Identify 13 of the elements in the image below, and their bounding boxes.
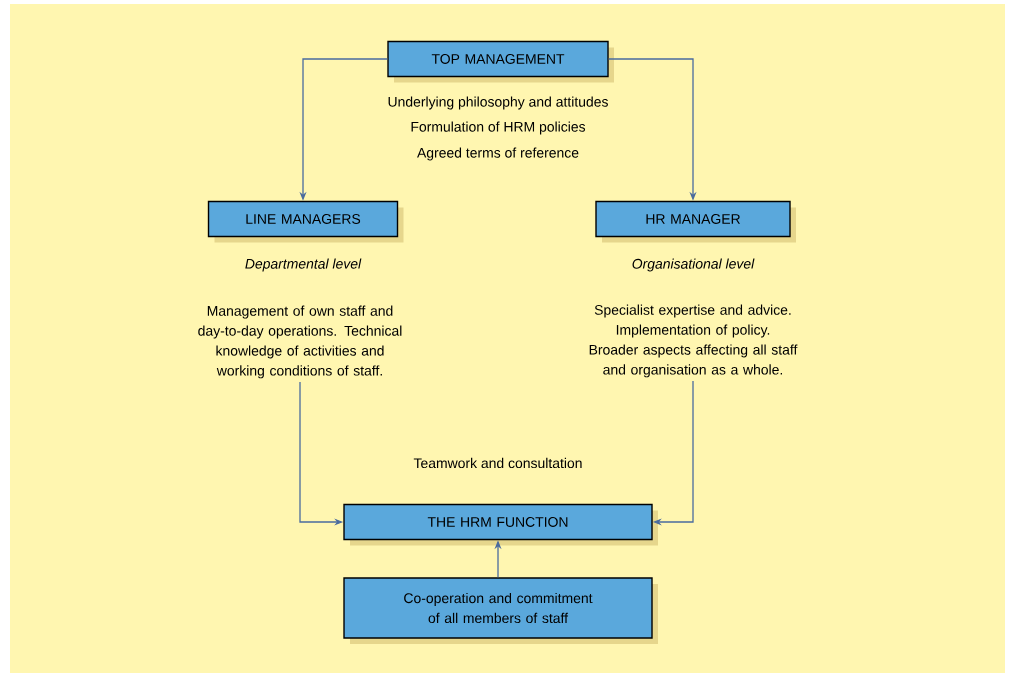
level-heading: Organisational level: [632, 258, 755, 272]
process-box: LINE MANAGERS: [207, 200, 404, 243]
process-box: THE HRM FUNCTION: [343, 503, 658, 546]
note-text: Formulation of HRM policies: [411, 121, 586, 135]
note-text: Agreed terms of reference: [417, 147, 579, 161]
note-text: Underlying philosophy and attitudes: [388, 96, 608, 110]
process-box: TOP MANAGEMENT: [387, 40, 614, 83]
process-box: Co-operation and commitment of all members of staff: [343, 577, 658, 644]
note-text: Teamwork and consultation: [413, 457, 582, 469]
process-box: HR MANAGER: [595, 200, 796, 243]
description-text: Specialist expertise and advice. Implementation of policy. Broader aspects affecting all staff and organisation as a whole.: [589, 304, 798, 378]
description-text: Management of own staff and day-to-day operations. Technical knowledge of activities and working conditions of staff.: [198, 305, 402, 379]
level-heading: Departmental level: [245, 258, 362, 272]
